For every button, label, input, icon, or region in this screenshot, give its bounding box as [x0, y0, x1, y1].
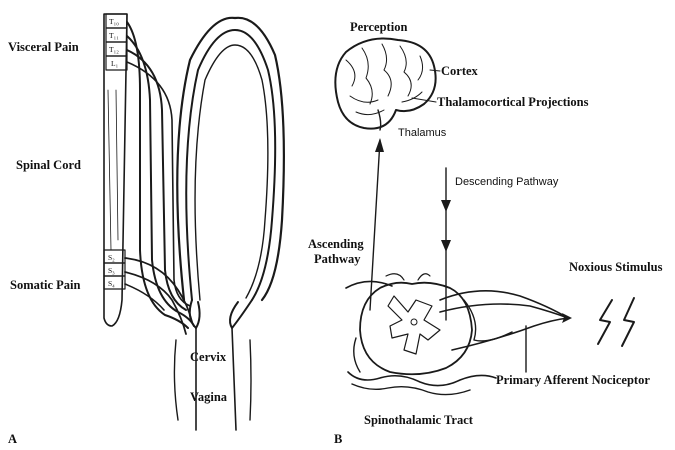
noxious-stimulus-zigzag — [598, 298, 634, 346]
label-ascending-line2: Pathway — [314, 252, 361, 266]
panel-b: Perception Cortex Thalamocortical Projec… — [308, 20, 663, 446]
panel-label-a: A — [8, 432, 17, 446]
segment-s4: S₄ — [108, 279, 115, 288]
label-perception: Perception — [350, 20, 407, 34]
segment-t10: T₁₀ — [109, 17, 119, 26]
primary-afferent-fibres — [440, 291, 572, 372]
ascending-pathway-arrow — [370, 138, 384, 310]
label-cortex: Cortex — [441, 64, 479, 78]
segment-l1: L₁ — [111, 59, 119, 68]
thalamocortical-pointer — [412, 98, 436, 102]
segment-s2: S₂ — [108, 253, 115, 262]
label-noxious-stimulus: Noxious Stimulus — [569, 260, 663, 274]
panel-label-b: B — [334, 432, 342, 446]
label-spinothalamic: Spinothalamic Tract — [364, 413, 474, 427]
visceral-nerve-fibres — [127, 22, 194, 328]
label-descending-pathway: Descending Pathway — [455, 176, 559, 188]
cortex-pointer — [430, 70, 440, 71]
panel-a: T₁₀ T₁₁ T₁₂ L₁ S₂ S₃ S₄ — [8, 14, 284, 446]
segment-s3: S₃ — [108, 266, 115, 275]
uterus-outline — [177, 18, 284, 300]
label-thalamus: Thalamus — [398, 127, 447, 139]
brain-illustration — [335, 39, 435, 131]
label-primary-afferent: Primary Afferent Nociceptor — [496, 373, 650, 387]
segment-t11: T₁₁ — [109, 31, 119, 40]
label-somatic-pain: Somatic Pain — [10, 278, 81, 292]
label-spinal-cord: Spinal Cord — [16, 158, 81, 172]
cervix-vagina — [174, 300, 252, 430]
label-visceral-pain: Visceral Pain — [8, 40, 79, 54]
segment-t12: T₁₂ — [109, 45, 119, 54]
label-cervix: Cervix — [190, 350, 227, 364]
label-vagina: Vagina — [190, 390, 228, 404]
label-thalamocortical: Thalamocortical Projections — [437, 95, 589, 109]
spinal-cord-cross-section — [360, 274, 472, 375]
label-ascending-line1: Ascending — [308, 237, 364, 251]
